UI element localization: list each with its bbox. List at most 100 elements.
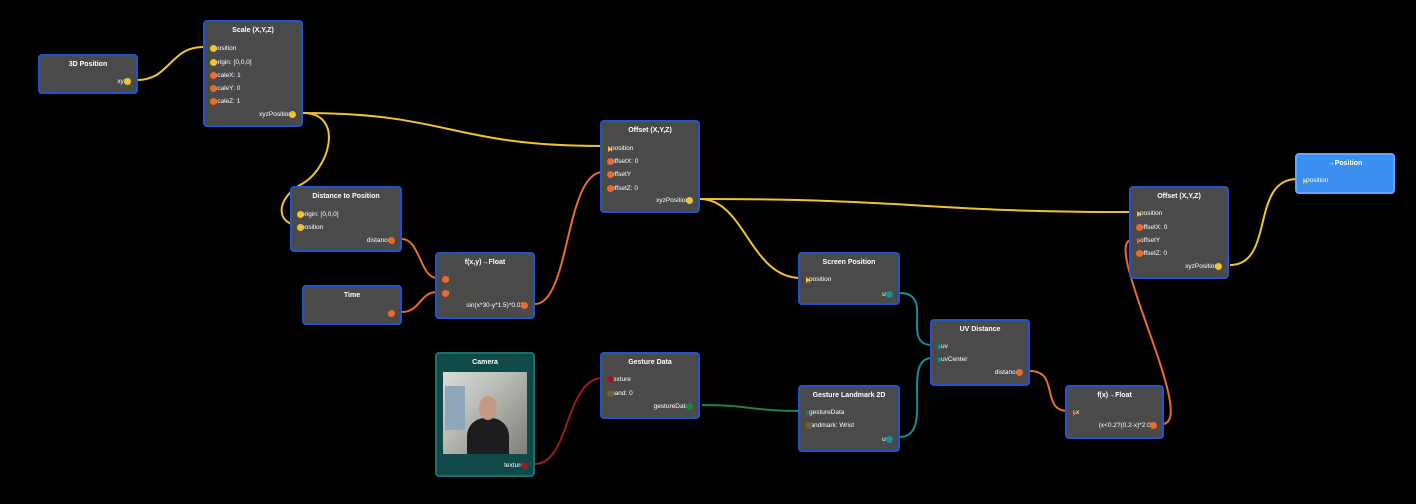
input-dot-icon[interactable] [607,158,614,165]
output-dot-icon[interactable] [686,197,693,204]
port-offsety[interactable]: offsetY [1137,237,1160,245]
node-title: Offset (X,Y,Z) [628,127,672,134]
node-output-position[interactable]: →Position position [1295,153,1395,194]
output-dot-icon[interactable] [1016,369,1023,376]
input-dot-icon[interactable] [607,185,614,192]
port-origin[interactable]: origin: [0,0,0] [210,59,252,67]
node-screen-position[interactable]: Screen Position position uv [798,252,900,305]
input-arrow-icon[interactable] [806,277,810,283]
port-offsetx[interactable]: offsetX: 0 [607,158,638,166]
output-dot-icon[interactable] [1215,263,1222,270]
port-position[interactable]: position [608,145,633,153]
port-texture[interactable]: texture [607,376,631,384]
port-xyzposition[interactable]: xyzPosition [259,111,296,119]
input-arrow-icon[interactable] [806,410,810,416]
input-dot-icon[interactable] [607,390,614,397]
port-distance[interactable]: distance [367,237,395,245]
wire-offset1-to-offset2-position [699,198,1133,213]
node-gesture-data[interactable]: Gesture Data texture hand: 0 gestureData [600,352,700,419]
port-position[interactable]: position [210,45,236,53]
input-dot-icon[interactable] [607,376,614,383]
port-x[interactable]: x [442,276,449,284]
output-dot-icon[interactable] [388,237,395,244]
output-dot-icon[interactable] [886,436,893,443]
input-arrow-icon[interactable] [608,146,612,152]
output-dot-icon[interactable] [1150,422,1157,429]
input-dot-icon[interactable] [210,45,217,52]
node-title: Gesture Landmark 2D [812,392,886,399]
port-position[interactable]: position [1303,177,1328,185]
input-arrow-icon[interactable] [1137,238,1141,244]
port-position[interactable]: position [1137,210,1162,218]
input-dot-icon[interactable] [1136,250,1143,257]
input-dot-icon[interactable] [297,211,304,218]
input-arrow-icon[interactable] [1073,410,1077,416]
port-position[interactable]: position [806,276,831,284]
node-3d-position[interactable]: 3D Position xyz [38,54,138,94]
node-time[interactable]: Time t [302,285,402,325]
output-dot-icon[interactable] [521,462,528,469]
port-scalez[interactable]: scaleZ: 1 [210,98,240,106]
port-offsetz[interactable]: offsetZ: 0 [607,185,638,193]
port-scalex[interactable]: scaleX: 1 [210,72,241,80]
input-arrow-icon[interactable] [1303,178,1307,184]
port-offsetx[interactable]: offsetX: 0 [1136,224,1167,232]
port-xyzposition[interactable]: xyzPosition [656,197,693,205]
port-uvcenter[interactable]: uvCenter [938,356,967,364]
port-t[interactable]: t [388,310,395,318]
input-dot-icon[interactable] [210,85,217,92]
port-xyz[interactable]: xyz [117,78,131,86]
port-gesturedata[interactable]: gestureData [654,403,693,411]
port-uv[interactable]: uv [938,343,948,351]
node-uv-distance[interactable]: UV Distance uv uvCenter distance [930,319,1030,386]
node-fx-float[interactable]: f(x)→Float x (x<0.2?(0.2-x)*2:0) [1065,385,1164,439]
input-dot-icon[interactable] [210,98,217,105]
port-y[interactable]: y [442,290,449,298]
input-dot-icon[interactable] [805,422,812,429]
port-offsety[interactable]: offsetY [607,171,631,179]
port-landmark[interactable]: landmark: Wrist [805,422,854,430]
output-dot-icon[interactable] [686,403,693,410]
input-dot-icon[interactable] [297,224,304,231]
wire-xyz-to-scale-position [136,46,204,81]
port-xyzposition[interactable]: xyzPosition [1185,263,1222,271]
port-hand[interactable]: hand: 0 [607,390,633,398]
wire-offset1-to-screen-position [699,198,802,279]
output-dot-icon[interactable] [124,78,131,85]
port-position[interactable]: position [297,224,323,232]
node-title: Distance to Position [312,193,380,200]
port-uv[interactable]: uv [882,436,893,444]
input-dot-icon[interactable] [442,276,449,283]
output-dot-icon[interactable] [388,310,395,317]
input-dot-icon[interactable] [210,59,217,66]
input-arrow-icon[interactable] [938,344,942,350]
node-distance-to-position[interactable]: Distance to Position origin: [0,0,0] pos… [290,186,402,252]
port-expression[interactable]: (x<0.2?(0.2-x)*2:0) [1099,422,1157,430]
output-dot-icon[interactable] [886,291,893,298]
port-distance[interactable]: distance [995,369,1023,377]
input-dot-icon[interactable] [210,72,217,79]
port-texture[interactable]: texture [504,462,528,470]
output-dot-icon[interactable] [289,111,296,118]
input-dot-icon[interactable] [1136,224,1143,231]
input-arrow-icon[interactable] [1137,211,1141,217]
input-dot-icon[interactable] [442,290,449,297]
wire-gesture-to-landmark [701,404,802,412]
wire-fxy-to-offset1-offsety [534,171,604,305]
port-uv[interactable]: uv [882,291,893,299]
node-offset-xyz-1[interactable]: Offset (X,Y,Z) position offsetX: 0 offse… [600,120,700,213]
port-offsetz[interactable]: offsetZ: 0 [1136,250,1167,258]
port-gesturedata[interactable]: gestureData [806,409,844,417]
node-camera[interactable]: Camera texture [435,352,535,477]
node-offset-xyz-2[interactable]: Offset (X,Y,Z) position offsetX: 0 offse… [1129,186,1229,279]
output-dot-icon[interactable] [521,302,528,309]
port-expression[interactable]: sin(x*30-y*1.5)*0.02 [466,302,528,310]
node-fxy-float[interactable]: f(x,y)→Float x y sin(x*30-y*1.5)*0.02 [435,252,535,319]
port-origin[interactable]: origin: [0,0,0] [297,211,339,219]
input-dot-icon[interactable] [607,171,614,178]
port-x[interactable]: x [1073,409,1079,417]
node-gesture-landmark-2d[interactable]: Gesture Landmark 2D gestureData landmark… [798,385,900,452]
port-scaley[interactable]: scaleY: 0 [210,85,240,93]
input-arrow-icon[interactable] [938,357,942,363]
node-scale-xyz[interactable]: Scale (X,Y,Z) position origin: [0,0,0] s… [203,20,303,127]
